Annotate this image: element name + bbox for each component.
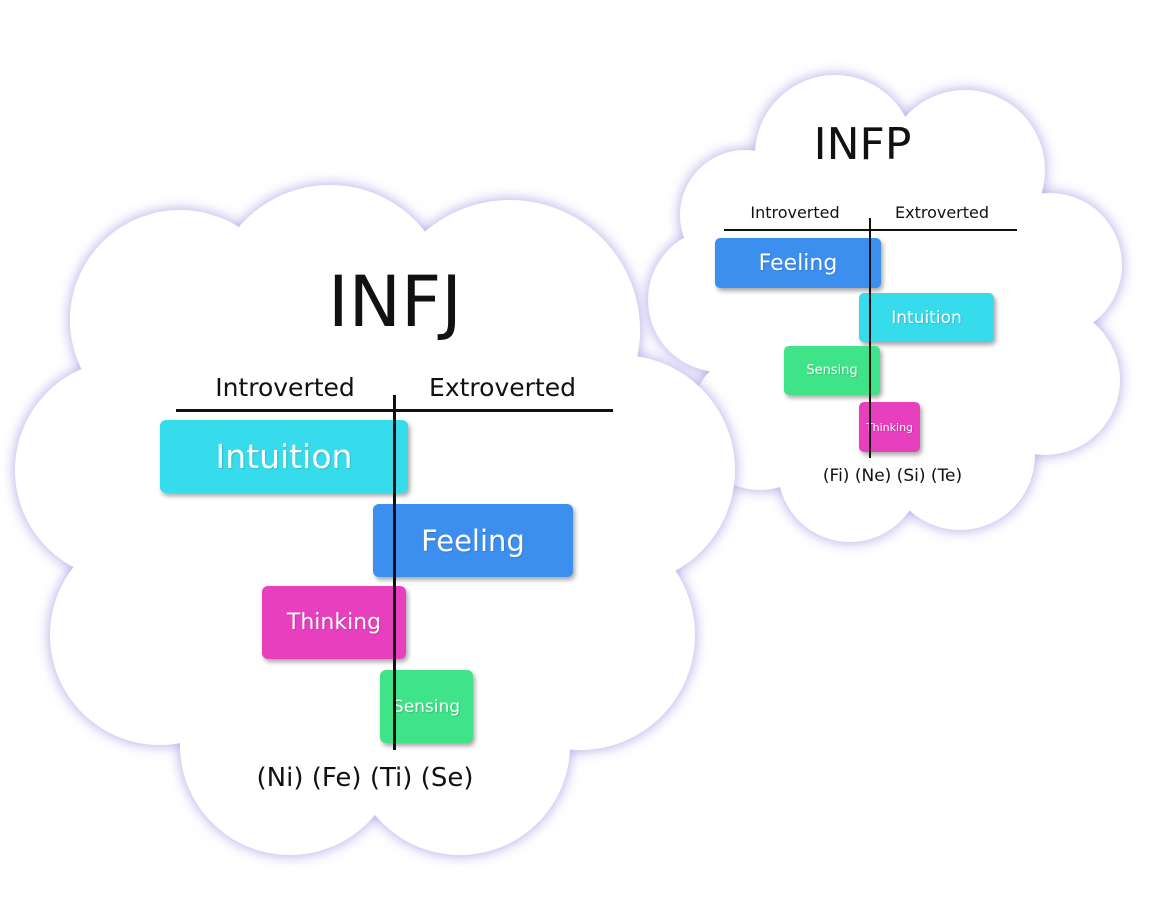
infj-title: INFJ [328, 261, 462, 343]
infp-bar-sensing: Sensing [784, 346, 880, 395]
infp-title: INFP [813, 119, 912, 170]
infp-introverted-label: Introverted [750, 203, 840, 222]
infj-bar-intuition: Intuition [160, 420, 408, 493]
infj-extroverted-label: Extroverted [429, 373, 576, 402]
infj-introverted-label: Introverted [215, 373, 355, 402]
infj-divider-line [393, 395, 396, 750]
infp-extroverted-label: Extroverted [894, 203, 990, 222]
infp-bar-feeling: Feeling [715, 238, 881, 288]
infp-bar-intuition: Intuition [859, 293, 994, 342]
infp-function-stack: (Fi) (Ne) (Si) (Te) [822, 466, 963, 486]
infj-bar-thinking: Thinking [262, 586, 406, 659]
infp-divider-line [869, 218, 871, 458]
infj-function-stack: (Ni) (Fe) (Ti) (Se) [256, 763, 474, 793]
infj-bar-feeling: Feeling [373, 504, 573, 577]
